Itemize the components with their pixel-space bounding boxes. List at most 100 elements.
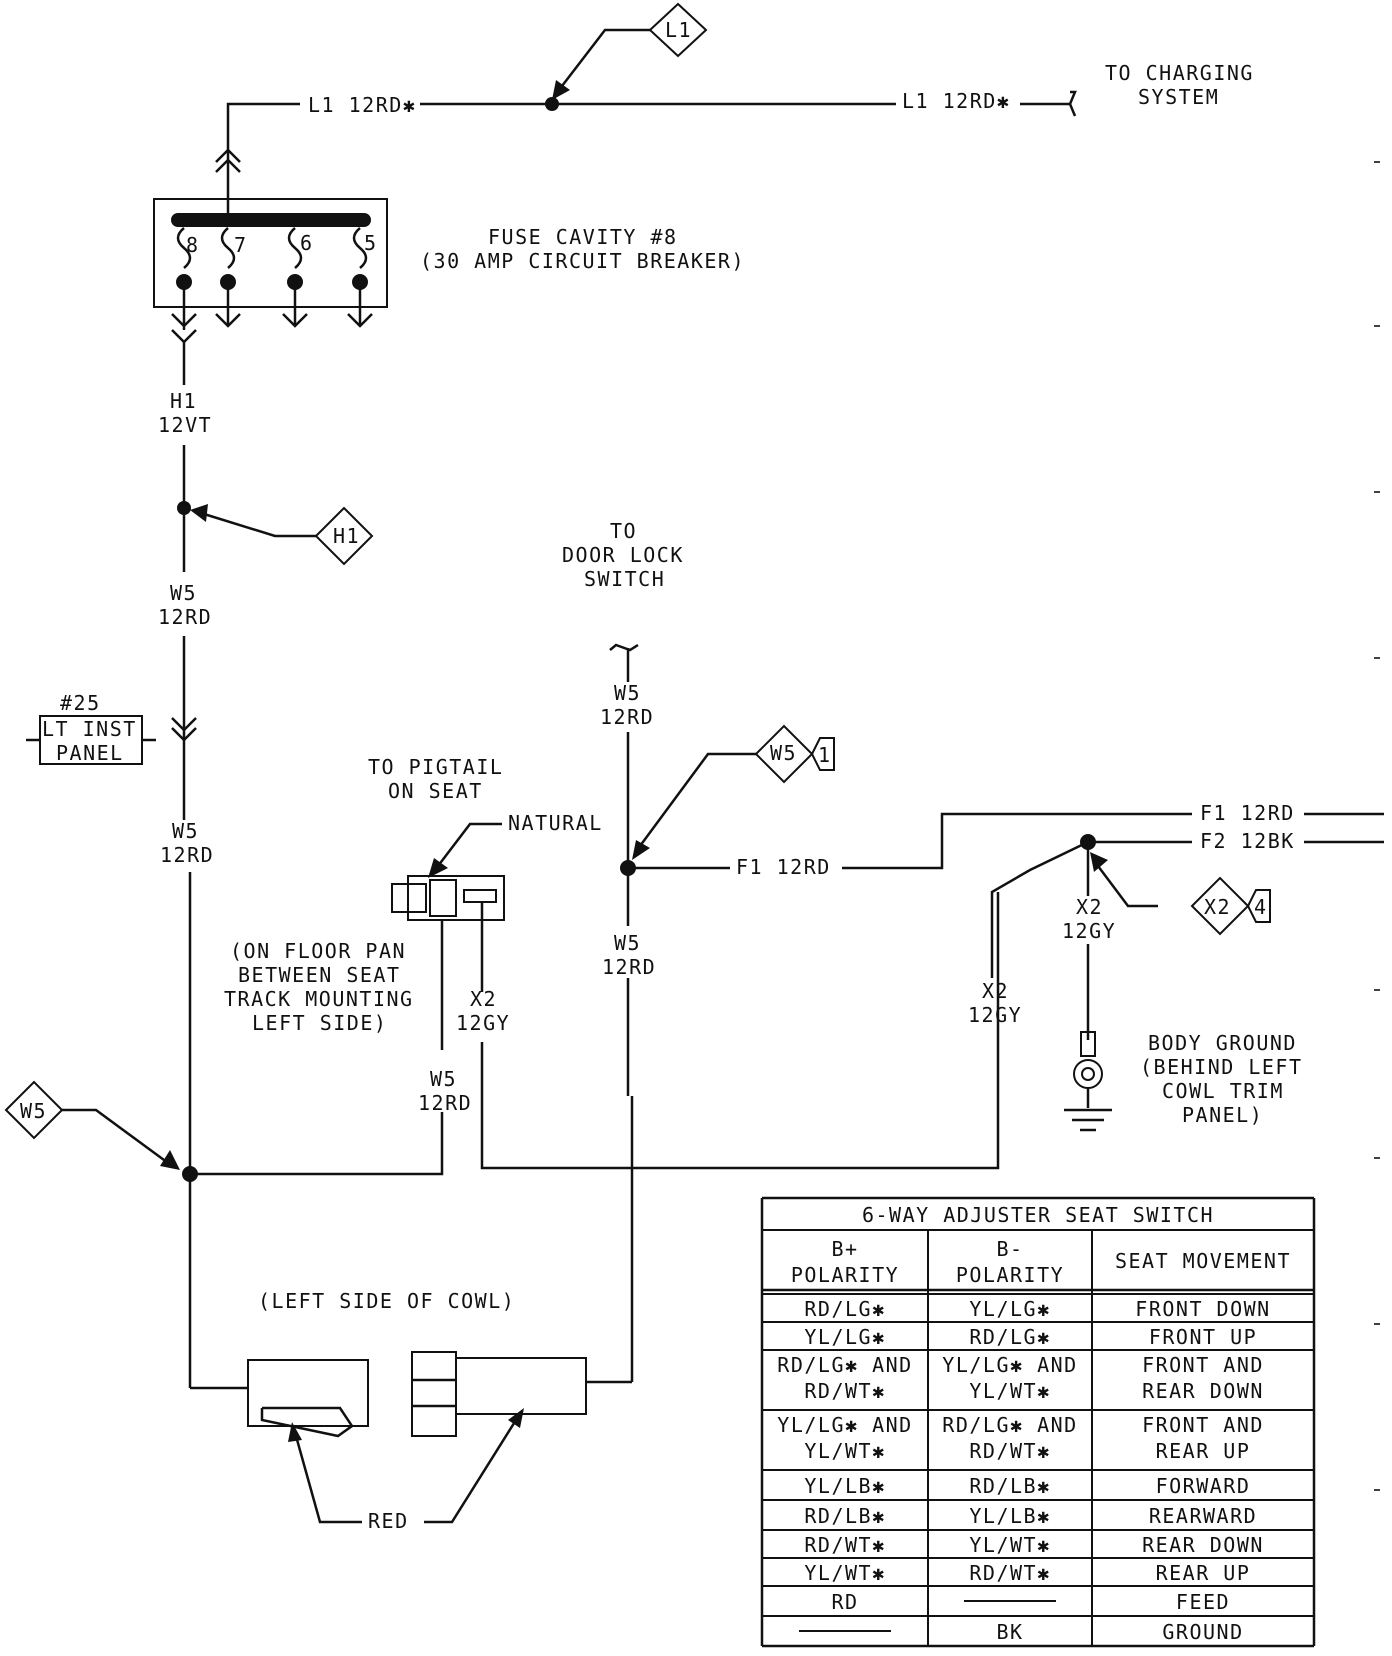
w5-ref-number: 1 — [818, 743, 832, 767]
table-cell: YL/WT✱ — [969, 1533, 1050, 1557]
wire-label-l1-left: L1 12RD✱ — [308, 93, 416, 117]
table-cell: RD/WT✱ — [804, 1379, 885, 1403]
table-header-cell: POLARITY — [791, 1263, 899, 1287]
table-cell: RD/LB✱ — [969, 1474, 1050, 1498]
inst-panel-label-1: LT INST — [42, 717, 137, 741]
red-label: RED — [368, 1509, 409, 1533]
seat-switch-table: 6-WAY ADJUSTER SEAT SWITCHB+POLARITYB-PO… — [760, 1196, 1316, 1648]
l1-connector-ref — [552, 2, 708, 100]
table-header-cell: POLARITY — [956, 1263, 1064, 1287]
table-cell: YL/LG✱ — [969, 1297, 1050, 1321]
f1-right-label: F1 12RD — [1200, 801, 1295, 825]
x2-c-gauge: 12GY — [1062, 919, 1116, 943]
w5-c-code: W5 — [614, 681, 641, 705]
f1-mid-label: F1 12RD — [736, 855, 831, 879]
w5-b-gauge: 12RD — [160, 843, 214, 867]
ground-wiring — [990, 834, 1384, 1132]
table-cell: YL/LG✱ AND — [777, 1413, 912, 1437]
table-cell: YL/WT✱ — [804, 1439, 885, 1463]
table-cell: REARWARD — [1149, 1504, 1257, 1528]
table-cell: BK — [996, 1620, 1023, 1644]
table-cell: RD/WT✱ — [804, 1533, 885, 1557]
to-pigtail-label-2: ON SEAT — [388, 779, 483, 803]
floor-pan-note-3: TRACK MOUNTING — [224, 987, 414, 1011]
l1-diamond-label: L1 — [665, 18, 692, 42]
l1-feed-wire — [215, 90, 1077, 215]
f1-feed-wire — [842, 812, 1192, 870]
table-cell: FRONT AND — [1142, 1353, 1264, 1377]
table-cell: FRONT DOWN — [1135, 1297, 1270, 1321]
table-cell: RD/LG✱ AND — [777, 1353, 912, 1377]
terminal-5-label: 5 — [364, 231, 378, 255]
table-cell: RD/WT✱ — [969, 1561, 1050, 1585]
x2-ground-wire — [480, 892, 1000, 1170]
w5-d-code: W5 — [430, 1067, 457, 1091]
table-header-cell: B+ — [831, 1237, 858, 1261]
inst-panel-connector — [171, 717, 197, 732]
x2-b-code: X2 — [982, 979, 1009, 1003]
table-cell: RD/LG✱ — [804, 1297, 885, 1321]
table-header-cell: SEAT MOVEMENT — [1115, 1249, 1291, 1273]
table-cell: GROUND — [1162, 1620, 1243, 1644]
w5-a-code: W5 — [170, 581, 197, 605]
w5-c-gauge: 12RD — [600, 705, 654, 729]
table-header-cell: B- — [996, 1237, 1023, 1261]
to-door-label-1: TO — [610, 519, 637, 543]
table-cell: YL/WT✱ — [804, 1561, 885, 1585]
x2-b-gauge: 12GY — [968, 1003, 1022, 1027]
floor-pan-note-1: (ON FLOOR PAN — [230, 939, 406, 963]
pigtail-connector — [391, 822, 505, 1050]
terminal-7-label: 7 — [234, 233, 248, 257]
inst-panel-box — [26, 715, 156, 765]
w5-d-gauge: 12RD — [418, 1091, 472, 1115]
table-cell: FORWARD — [1156, 1474, 1251, 1498]
h1-wire-gauge: 12VT — [158, 413, 212, 437]
w5-e-code: W5 — [614, 931, 641, 955]
table-cell: RD/LG✱ — [969, 1325, 1050, 1349]
table-title: 6-WAY ADJUSTER SEAT SWITCH — [862, 1203, 1214, 1227]
w5-ref-connector — [632, 724, 835, 860]
fuse-cavity-title: FUSE CAVITY #8 — [488, 225, 678, 249]
x2-ref-number: 4 — [1254, 895, 1268, 919]
w5-a-gauge: 12RD — [158, 605, 212, 629]
h1-diamond-label: H1 — [333, 524, 360, 548]
f2-right-label: F2 12BK — [1200, 829, 1295, 853]
w5-ref-label: W5 — [770, 741, 797, 765]
table-cell: REAR UP — [1156, 1439, 1251, 1463]
table-cell: YL/WT✱ — [969, 1379, 1050, 1403]
inst-panel-label-2: PANEL — [56, 741, 124, 765]
body-ground-label-2: (BEHIND LEFT — [1140, 1055, 1303, 1079]
w5-b-code: W5 — [172, 819, 199, 843]
table-cell: YL/LB✱ — [804, 1474, 885, 1498]
fuse-cavity-subtitle: (30 AMP CIRCUIT BREAKER) — [420, 249, 745, 273]
wire-label-l1-right: L1 12RD✱ — [902, 89, 1010, 113]
terminal-6-label: 6 — [300, 231, 314, 255]
body-ground-label-1: BODY GROUND — [1148, 1031, 1297, 1055]
table-cell: RD/LB✱ — [804, 1504, 885, 1528]
w5-left-connector-ref — [4, 1080, 180, 1170]
left-cowl-label: (LEFT SIDE OF COWL) — [258, 1289, 515, 1313]
door-lock-wire — [586, 643, 730, 1384]
margin-ticks — [1374, 161, 1380, 1491]
h1-wire-code: H1 — [170, 389, 197, 413]
table-cell: FRONT AND — [1142, 1413, 1264, 1437]
body-ground-label-4: PANEL) — [1182, 1103, 1263, 1127]
floor-pan-note-4: LEFT SIDE) — [252, 1011, 387, 1035]
table-cell: RD — [831, 1590, 858, 1614]
terminal-8-label: 8 — [186, 233, 200, 257]
table-cell: REAR DOWN — [1142, 1379, 1264, 1403]
to-door-label-2: DOOR LOCK — [562, 543, 684, 567]
fuse-block — [153, 198, 388, 344]
table-cell: RD/WT✱ — [969, 1439, 1050, 1463]
to-pigtail-label: TO PIGTAIL — [368, 755, 503, 779]
table-cell: YL/LG✱ AND — [942, 1353, 1077, 1377]
table-cell: YL/LB✱ — [969, 1504, 1050, 1528]
w5-e-gauge: 12RD — [602, 955, 656, 979]
x2-a-code: X2 — [470, 987, 497, 1011]
table-cell: FEED — [1176, 1590, 1230, 1614]
natural-label: NATURAL — [508, 811, 603, 835]
h1-splice-dot — [177, 501, 191, 515]
to-charging-label-2: SYSTEM — [1138, 85, 1219, 109]
red-callout — [288, 1408, 524, 1524]
